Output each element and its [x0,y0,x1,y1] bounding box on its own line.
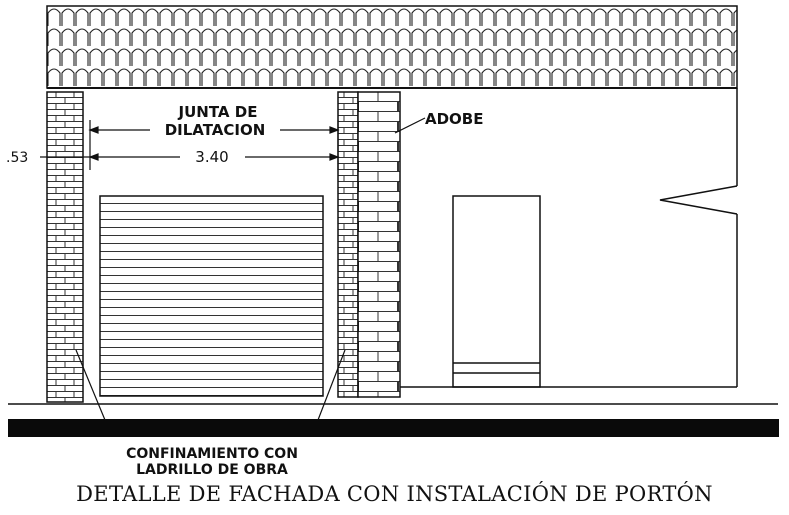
door [452,195,541,388]
roof-tiles [46,5,738,89]
dimension-lines [40,120,340,170]
dim-left-label: .53 [6,150,28,166]
rolling-gate [99,195,324,397]
leader-lines [75,117,426,421]
left-brick-column [46,91,84,403]
adobe-label: ADOBE [425,110,484,128]
adobe-wall [357,91,401,398]
junta-label-line1: JUNTA DE [178,103,258,121]
foundation-slab [8,419,779,437]
facade-walls [400,88,738,388]
junta-label-line2: DILATACION [165,121,266,139]
dim-main-label: 3.40 [195,148,228,166]
confinamiento-label-line1: CONFINAMIENTO CON [126,446,298,462]
middle-brick-column [337,91,359,398]
confinamiento-label-line2: LADRILLO DE OBRA [136,462,288,478]
drawing-caption: DETALLE DE FACHADA CON INSTALACIÓN DE PO… [76,482,713,506]
